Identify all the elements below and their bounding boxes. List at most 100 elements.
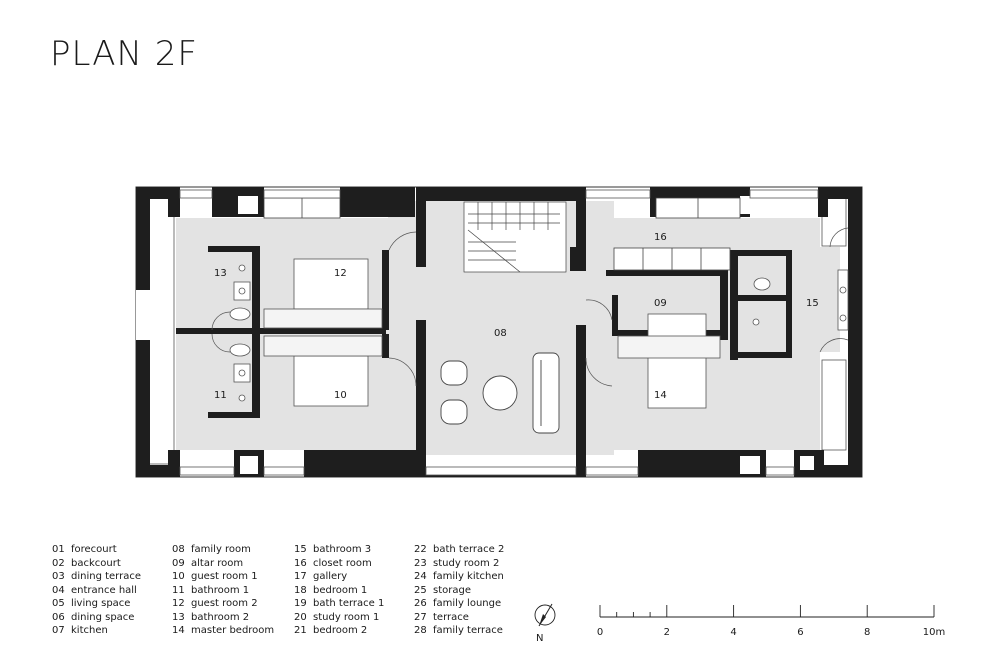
room-label-16: 16 xyxy=(654,232,667,243)
legend-room-name: entrance hall xyxy=(71,584,137,596)
room-label-12: 12 xyxy=(334,268,347,279)
legend-item: 22 bath terrace 2 xyxy=(414,543,554,557)
legend-room-name: family lounge xyxy=(433,598,502,609)
armchair-2 xyxy=(440,399,468,425)
legend-room-name: bedroom 2 xyxy=(313,625,368,636)
legend-room-name: backcourt xyxy=(71,557,121,569)
legend-item: 12 guest room 2 xyxy=(172,597,292,611)
legend-item: 27 terrace xyxy=(414,611,554,625)
legend-item: 21 bedroom 2 xyxy=(294,624,412,638)
legend-number: 08 xyxy=(172,544,185,555)
legend-item: 16 closet room xyxy=(294,557,412,571)
plan-title: PLAN 2F xyxy=(50,34,198,74)
legend-room-name: guest room 2 xyxy=(191,598,258,609)
bed-guest-room-2 xyxy=(293,258,369,310)
room-label-09: 09 xyxy=(654,298,667,309)
legend-room-name: gallery xyxy=(313,571,348,582)
legend-room-name: guest room 1 xyxy=(191,571,258,582)
legend-number: 09 xyxy=(172,557,185,569)
legend-number: 17 xyxy=(294,571,307,582)
room-label-08: 08 xyxy=(494,328,507,339)
legend-item: 02 backcourt xyxy=(52,557,170,571)
legend-item: 15 bathroom 3 xyxy=(294,543,412,557)
legend-number: 18 xyxy=(294,584,307,596)
legend-room-name: closet room xyxy=(313,557,372,569)
legend-room-name: dining terrace xyxy=(71,571,142,582)
legend-room-name: bath terrace 1 xyxy=(313,598,385,609)
legend-item: 23 study room 2 xyxy=(414,557,554,571)
room-label-11: 11 xyxy=(214,390,227,401)
legend-number: 13 xyxy=(172,611,185,623)
room-label-14: 14 xyxy=(654,390,667,401)
legend-number: 02 xyxy=(52,557,65,569)
bed-master-head xyxy=(617,335,721,359)
armchair-1 xyxy=(440,360,468,386)
legend-number: 11 xyxy=(172,584,185,596)
legend-room-name: study room 1 xyxy=(313,611,380,623)
legend-item: 10 guest room 1 xyxy=(172,570,292,584)
staircase xyxy=(463,201,567,273)
legend-room-name: bath terrace 2 xyxy=(433,544,505,555)
east-terrace-strip xyxy=(821,359,847,451)
room-label-13: 13 xyxy=(214,268,227,279)
legend-number: 01 xyxy=(52,544,65,555)
legend-number: 27 xyxy=(414,611,427,623)
legend-item: 25 storage xyxy=(414,584,554,598)
family-room-furniture xyxy=(440,352,560,434)
legend-room-name: bathroom 3 xyxy=(313,544,372,555)
legend-room-name: altar room xyxy=(191,557,244,569)
legend-item: 26 family lounge xyxy=(414,597,554,611)
legend-item: 14 master bedroom xyxy=(172,624,292,638)
bed-guest-room-1 xyxy=(293,355,369,407)
legend-room-name: master bedroom xyxy=(191,625,275,636)
legend-number: 25 xyxy=(414,584,427,596)
bed-guest-room-2-foot xyxy=(263,308,383,329)
room-label-15: 15 xyxy=(806,298,819,309)
legend-item: 20 study room 1 xyxy=(294,611,412,625)
legend-room-name: storage xyxy=(433,584,471,596)
legend-room-name: bedroom 1 xyxy=(313,584,368,596)
legend-room-name: terrace xyxy=(433,611,469,623)
windows xyxy=(179,189,819,476)
legend-item: 01 forecourt xyxy=(52,543,170,557)
sofa xyxy=(532,352,560,434)
legend-number: 14 xyxy=(172,625,185,636)
legend-number: 28 xyxy=(414,625,427,636)
coffee-table xyxy=(482,375,518,411)
legend-room-name: living space xyxy=(71,598,131,609)
legend-room-name: family terrace xyxy=(433,625,503,636)
legend-item: 18 bedroom 1 xyxy=(294,584,412,598)
legend-room-name: study room 2 xyxy=(433,557,500,569)
legend-number: 05 xyxy=(52,598,65,609)
bed-guest-room-1-head xyxy=(263,335,383,357)
west-terrace-strip xyxy=(147,197,175,465)
legend-number: 21 xyxy=(294,625,307,636)
closets xyxy=(263,197,741,271)
legend-number: 10 xyxy=(172,571,185,582)
legend-number: 06 xyxy=(52,611,65,623)
legend-room-name: forecourt xyxy=(71,544,117,555)
legend-number: 26 xyxy=(414,598,427,609)
room-label-10: 10 xyxy=(334,390,347,401)
legend-room-name: bathroom 2 xyxy=(191,611,250,623)
legend-number: 20 xyxy=(294,611,307,623)
legend-number: 16 xyxy=(294,557,307,569)
legend-number: 12 xyxy=(172,598,185,609)
legend-number: 23 xyxy=(414,557,427,569)
bed-master xyxy=(647,313,707,409)
legend-item: 09 altar room xyxy=(172,557,292,571)
legend-item: 05 living space xyxy=(52,597,170,611)
legend-number: 15 xyxy=(294,544,307,555)
legend-item: 13 bathroom 2 xyxy=(172,611,292,625)
legend-item: 28 family terrace xyxy=(414,624,554,638)
legend-number: 22 xyxy=(414,544,427,555)
beds xyxy=(263,258,721,409)
